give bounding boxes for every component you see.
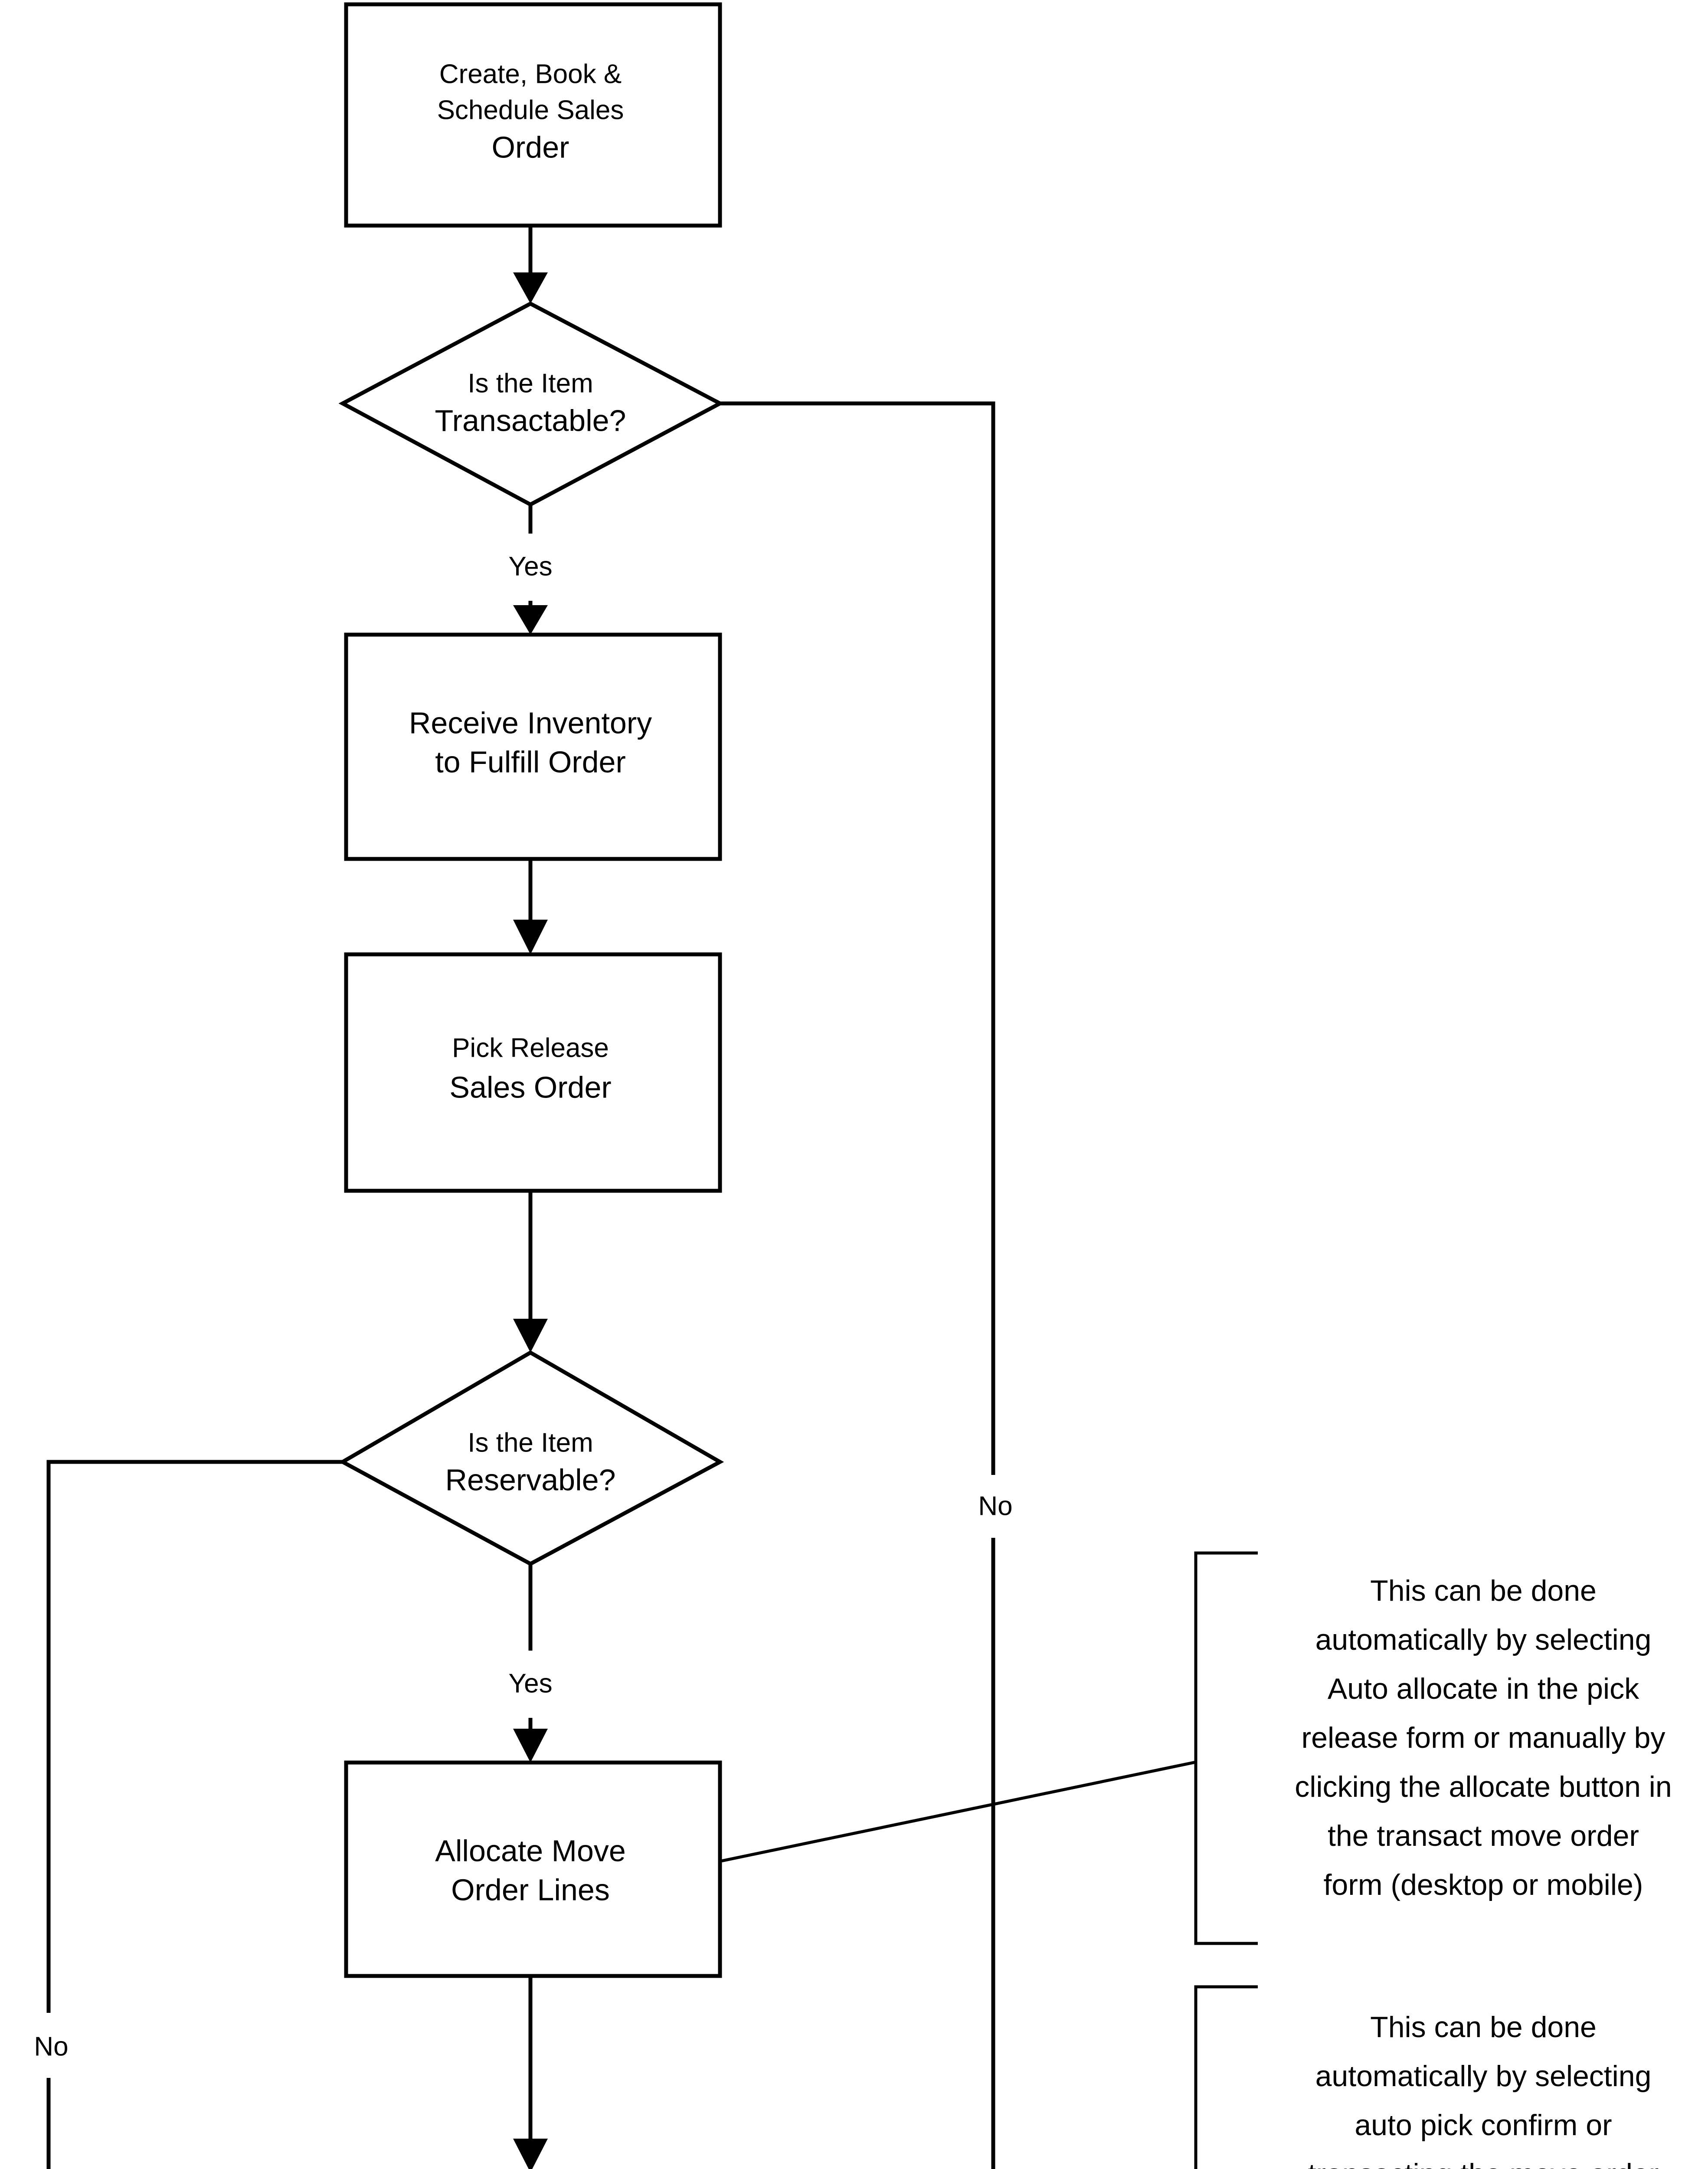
node-line: Schedule Sales — [437, 95, 624, 125]
annotation-bracket-pick-confirm — [1194, 1985, 1258, 2169]
node-line: Order Lines — [451, 1873, 610, 1907]
node-line: Transactable? — [435, 403, 626, 437]
edge-label-transactable-yes: Yes — [494, 534, 568, 601]
annotation-line: form (desktop or mobile) — [1324, 1868, 1643, 1901]
node-pick-release-sales-order[interactable]: Pick Release Sales Order — [344, 952, 722, 1193]
annotation-pick-confirm-note: This can be done automatically by select… — [1308, 2011, 1659, 2169]
node-line: Create, Book & — [439, 59, 622, 89]
node-line: Reservable? — [445, 1463, 616, 1497]
node-line: Is the Item — [468, 368, 593, 398]
annotation-line: automatically by selecting — [1315, 1623, 1652, 1656]
annotation-line: This can be done — [1370, 1574, 1597, 1607]
node-line: to Fulfill Order — [435, 745, 626, 779]
annotation-line: Auto allocate in the pick — [1328, 1672, 1639, 1705]
node-allocate-move-order-lines[interactable]: Allocate Move Order Lines — [344, 1760, 722, 1978]
edge-receive-to-pick-release — [513, 859, 548, 954]
node-is-item-reservable[interactable]: Is the Item Reservable? — [338, 1350, 724, 1566]
svg-text:No: No — [978, 1491, 1012, 1521]
annotation-line: release form or manually by — [1301, 1721, 1665, 1754]
annotation-allocate-note: This can be done automatically by select… — [1295, 1574, 1672, 1901]
annotation-line: This can be done — [1370, 2011, 1597, 2044]
node-line: Sales Order — [449, 1070, 611, 1104]
node-is-item-transactable[interactable]: Is the Item Transactable? — [338, 301, 724, 507]
edge-transactable-no-to-ship — [720, 401, 995, 2169]
svg-text:Yes: Yes — [508, 1668, 552, 1698]
edge-label-reservable-yes: Yes — [494, 1651, 568, 1718]
annotation-line: clicking the allocate button in — [1295, 1770, 1672, 1803]
node-create-book-schedule-sales-order[interactable]: Create, Book & Schedule Sales Order — [344, 2, 722, 228]
edge-pick-release-to-reservable — [513, 1191, 548, 1353]
annotation-line: transacting the move order — [1308, 2158, 1659, 2169]
leader-line-allocate-note — [721, 1760, 1196, 1863]
annotation-line: auto pick confirm or — [1355, 2109, 1612, 2142]
annotation-bracket-allocate — [1194, 1551, 1258, 1945]
annotation-line: automatically by selecting — [1315, 2060, 1652, 2093]
edge-create-to-transactable — [513, 226, 548, 304]
node-line: Receive Inventory — [409, 706, 652, 740]
svg-text:Yes: Yes — [508, 551, 552, 581]
edge-reservable-yes-to-allocate — [513, 1564, 548, 1763]
node-line: Order — [492, 130, 569, 164]
node-receive-inventory[interactable]: Receive Inventory to Fulfill Order — [344, 632, 722, 861]
edge-reservable-no-to-ship — [46, 1460, 343, 2169]
edge-transactable-yes-to-receive — [513, 505, 548, 635]
node-line: Pick Release — [452, 1033, 609, 1063]
edge-label-reservable-no: No — [13, 2015, 89, 2078]
annotation-line: the transact move order — [1328, 1819, 1639, 1852]
edge-label-transactable-no: No — [956, 1475, 1034, 1538]
svg-text:No: No — [34, 2031, 68, 2061]
edge-allocate-to-transact — [513, 1976, 548, 2169]
node-line: Allocate Move — [435, 1834, 626, 1868]
node-line: Is the Item — [468, 1428, 593, 1458]
